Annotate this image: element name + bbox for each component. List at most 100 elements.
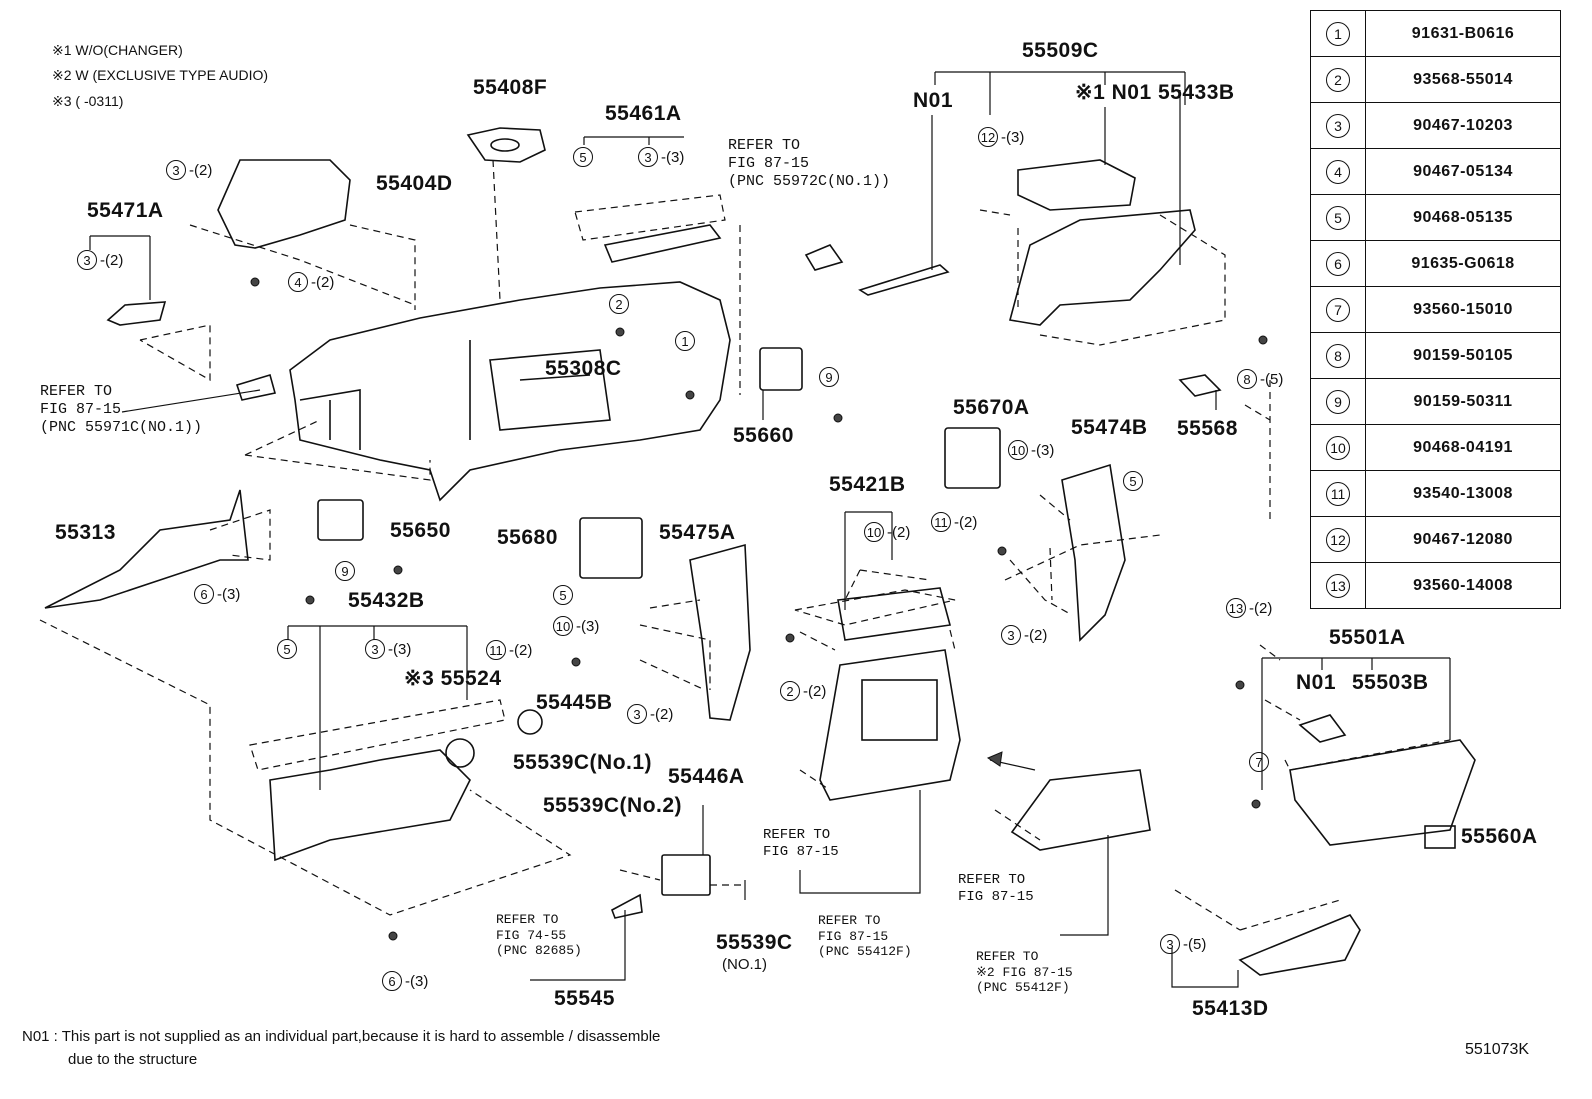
callout-number: 10 <box>1008 440 1028 460</box>
reference-key: 10 <box>1326 435 1350 460</box>
part-label-55568: 55568 <box>1177 417 1238 440</box>
callout-5-a: 5 <box>573 147 596 167</box>
reference-key: 12 <box>1326 527 1350 552</box>
part-label-55308c: 55308C <box>545 357 622 380</box>
callout-10-c: 10-(3) <box>553 616 599 636</box>
reference-key-cell: 4 <box>1310 148 1366 195</box>
callout-5-b: 5 <box>1123 471 1146 491</box>
part-label-n01-right: N01 <box>1296 671 1337 694</box>
reference-part-number: 90467-05134 <box>1365 148 1561 195</box>
callout-quantity: -(3) <box>388 640 412 658</box>
figure-code: 551073K <box>1465 1041 1530 1058</box>
reference-key-cell: 12 <box>1310 516 1366 563</box>
callout-number: 13 <box>1226 598 1246 618</box>
callout-number: 6 <box>382 971 402 991</box>
reference-key: 13 <box>1326 573 1350 598</box>
callout-number: 3 <box>1160 934 1180 954</box>
part-label-55680: 55680 <box>497 526 558 549</box>
callout-quantity: -(2) <box>954 513 978 531</box>
callout-12: 12-(3) <box>978 127 1024 147</box>
reference-key-cell: 13 <box>1310 562 1366 609</box>
part-label-n01-changer: ※1 N01 <box>1075 81 1152 104</box>
part-label-55670a: 55670A <box>953 396 1030 419</box>
callout-quantity: -(2) <box>509 641 533 659</box>
part-label-55660: 55660 <box>733 424 794 447</box>
callout-quantity: -(3) <box>661 148 685 166</box>
callout-10-b: 10-(2) <box>864 522 910 542</box>
callout-7: 7 <box>1249 752 1272 772</box>
callout-number: 4 <box>288 272 308 292</box>
reference-row: 2 93568-55014 <box>1310 56 1561 103</box>
callout-8: 8-(5) <box>1237 369 1283 389</box>
callout-number: 9 <box>335 561 355 581</box>
callout-quantity: -(2) <box>100 251 124 269</box>
callout-3-e: 3-(2) <box>627 704 673 724</box>
part-label-55313: 55313 <box>55 521 116 544</box>
part-label-55404d: 55404D <box>376 172 453 195</box>
callout-number: 5 <box>277 639 297 659</box>
refer-note-55412f-b: REFER TO ※2 FIG 87-15 (PNC 55412F) <box>976 949 1073 996</box>
part-label-55539c-no2: 55539C(No.2) <box>543 794 683 817</box>
refer-note-55971c: REFER TO FIG 87-15 (PNC 55971C(NO.1)) <box>40 383 203 436</box>
part-label-55474b: 55474B <box>1071 416 1148 439</box>
part-label-55560a: 55560A <box>1461 825 1538 848</box>
footer-note-n01: N01 : This part is not supplied as an in… <box>22 1028 661 1045</box>
part-label-55413d: 55413D <box>1192 997 1269 1020</box>
reference-key-cell: 2 <box>1310 56 1366 103</box>
callout-number: 11 <box>931 512 951 532</box>
callout-number: 6 <box>194 584 214 604</box>
callout-quantity: -(3) <box>576 617 600 635</box>
refer-note-55412f-a: REFER TO FIG 87-15 (PNC 55412F) <box>818 913 912 960</box>
callout-10-a: 10-(3) <box>1008 440 1054 460</box>
callout-number: 3 <box>365 639 385 659</box>
callout-5-d: 5 <box>277 639 300 659</box>
reference-key: 2 <box>1326 67 1350 92</box>
part-label-55432b: 55432B <box>348 589 425 612</box>
reference-key-cell: 7 <box>1310 286 1366 333</box>
reference-key-cell: 3 <box>1310 102 1366 149</box>
reference-part-number: 93568-55014 <box>1365 56 1561 103</box>
part-label-n01-top: N01 <box>913 89 954 112</box>
callout-quantity: -(2) <box>1249 599 1273 617</box>
callout-quantity: -(3) <box>405 972 429 990</box>
reference-part-number: 93560-14008 <box>1365 562 1561 609</box>
callout-9-a: 9 <box>819 367 842 387</box>
callout-13: 13-(2) <box>1226 598 1272 618</box>
callout-number: 10 <box>864 522 884 542</box>
reference-key-cell: 9 <box>1310 378 1366 425</box>
note-wo-changer: ※1 W/O(CHANGER) <box>52 42 183 58</box>
callout-quantity: -(3) <box>1031 441 1055 459</box>
callout-quantity: -(2) <box>650 705 674 723</box>
callout-quantity: -(2) <box>803 682 827 700</box>
callout-number: 2 <box>780 681 800 701</box>
part-label-55503b: 55503B <box>1352 671 1429 694</box>
reference-key: 4 <box>1326 159 1350 184</box>
part-label-55539c: 55539C <box>716 931 793 954</box>
reference-part-number: 93560-15010 <box>1365 286 1561 333</box>
callout-number: 9 <box>819 367 839 387</box>
note-exclusive-audio: ※2 W (EXCLUSIVE TYPE AUDIO) <box>52 67 269 83</box>
reference-key-cell: 1 <box>1310 10 1366 57</box>
callout-2-a: 2 <box>609 294 632 314</box>
reference-key-cell: 10 <box>1310 424 1366 471</box>
reference-part-number: 90159-50311 <box>1365 378 1561 425</box>
callout-3-c: 3-(3) <box>638 147 684 167</box>
reference-row: 13 93560-14008 <box>1310 562 1561 609</box>
part-label-55524: ※3 55524 <box>404 667 502 690</box>
reference-part-number: 90159-50105 <box>1365 332 1561 379</box>
callout-6-b: 6-(3) <box>382 971 428 991</box>
callout-number: 11 <box>486 640 506 660</box>
reference-key-cell: 6 <box>1310 240 1366 287</box>
callout-quantity: -(2) <box>311 273 335 291</box>
part-label-55509c: 55509C <box>1022 39 1099 62</box>
part-label-55545: 55545 <box>554 987 615 1010</box>
